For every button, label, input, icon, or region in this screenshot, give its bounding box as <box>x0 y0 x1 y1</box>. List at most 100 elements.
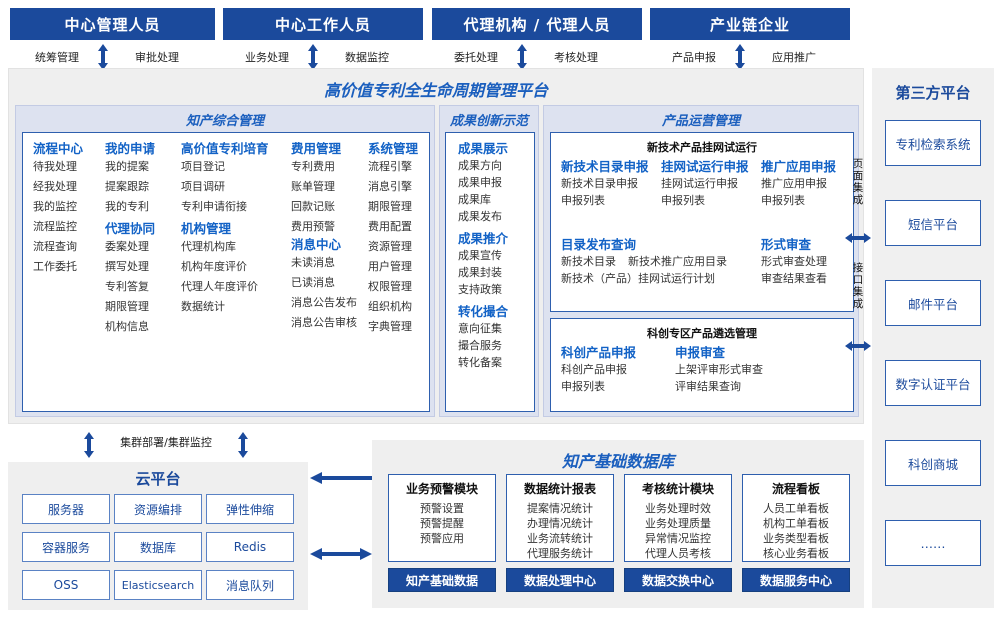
menu-item[interactable]: 审查结果查看 <box>761 272 827 285</box>
section-heading[interactable]: 推广应用申报 <box>761 159 837 174</box>
db-footer-0[interactable]: 知产基础数据 <box>388 568 496 592</box>
menu-item[interactable]: 待我处理 <box>33 160 77 173</box>
cloud-cell-6[interactable]: OSS <box>22 570 110 600</box>
section-heading[interactable]: 挂网试运行申报 <box>661 159 749 174</box>
menu-item[interactable]: 经我处理 <box>33 180 77 193</box>
cloud-cell-5[interactable]: Redis <box>206 532 294 562</box>
section-heading[interactable]: 系统管理 <box>368 141 419 156</box>
db-col-item[interactable]: 办理情况统计 <box>527 517 593 530</box>
section-heading[interactable]: 消息中心 <box>291 237 342 252</box>
menu-item[interactable]: 权限管理 <box>368 280 412 293</box>
menu-item[interactable]: 科创产品申报 <box>561 363 627 376</box>
menu-item[interactable]: 撮合服务 <box>458 339 502 352</box>
section-heading[interactable]: 目录发布查询 <box>561 237 637 252</box>
menu-item[interactable]: 挂网试运行申报 <box>661 177 738 190</box>
menu-item[interactable]: 流程监控 <box>33 220 77 233</box>
menu-item[interactable]: 回款记账 <box>291 200 335 213</box>
section-heading[interactable]: 费用管理 <box>291 141 342 156</box>
menu-item[interactable]: 申报列表 <box>561 194 605 207</box>
menu-item[interactable]: 专利申请衔接 <box>181 200 247 213</box>
cloud-cell-7[interactable]: Elasticsearch <box>114 570 202 600</box>
menu-item[interactable]: 机构信息 <box>105 320 149 333</box>
menu-item[interactable]: 提案跟踪 <box>105 180 149 193</box>
menu-item[interactable]: 我的提案 <box>105 160 149 173</box>
menu-item[interactable]: 我的专利 <box>105 200 149 213</box>
section-heading[interactable]: 申报审查 <box>675 345 726 360</box>
menu-item[interactable]: 项目调研 <box>181 180 225 193</box>
menu-item[interactable]: 成果宣传 <box>458 249 502 262</box>
menu-item[interactable]: 专利费用 <box>291 160 335 173</box>
db-col-item[interactable]: 预警应用 <box>420 532 464 545</box>
menu-item[interactable]: 账单管理 <box>291 180 335 193</box>
menu-item[interactable]: 工作委托 <box>33 260 77 273</box>
menu-item[interactable]: 成果封装 <box>458 266 502 279</box>
section-heading[interactable]: 我的申请 <box>105 141 156 156</box>
menu-item[interactable]: 消息引擎 <box>368 180 412 193</box>
menu-item[interactable]: 项目登记 <box>181 160 225 173</box>
menu-item[interactable]: 评审结果查询 <box>675 380 741 393</box>
third-party-item-3[interactable]: 数字认证平台 <box>885 360 981 406</box>
menu-item[interactable]: 形式审查处理 <box>761 255 827 268</box>
db-col-item[interactable]: 异常情况监控 <box>645 532 711 545</box>
third-party-item-2[interactable]: 邮件平台 <box>885 280 981 326</box>
menu-item[interactable]: 未读消息 <box>291 256 335 269</box>
third-party-item-1[interactable]: 短信平台 <box>885 200 981 246</box>
section-heading[interactable]: 转化撮合 <box>458 304 509 319</box>
menu-item[interactable]: 资源管理 <box>368 240 412 253</box>
section-heading[interactable]: 成果展示 <box>458 141 509 156</box>
db-footer-3[interactable]: 数据服务中心 <box>742 568 850 592</box>
menu-item[interactable]: 意向征集 <box>458 322 502 335</box>
menu-item[interactable]: 组织机构 <box>368 300 412 313</box>
menu-item[interactable]: 流程引擎 <box>368 160 412 173</box>
menu-item[interactable]: 新技术推广应用目录 <box>628 255 727 268</box>
cloud-cell-2[interactable]: 弹性伸缩 <box>206 494 294 524</box>
menu-item[interactable]: 机构年度评价 <box>181 260 247 273</box>
menu-item[interactable]: 费用配置 <box>368 220 412 233</box>
third-party-item-4[interactable]: 科创商城 <box>885 440 981 486</box>
section-heading[interactable]: 成果推介 <box>458 231 509 246</box>
cloud-cell-0[interactable]: 服务器 <box>22 494 110 524</box>
db-footer-1[interactable]: 数据处理中心 <box>506 568 614 592</box>
db-col-item[interactable]: 业务处理时效 <box>645 502 711 515</box>
menu-item[interactable]: 专利答复 <box>105 280 149 293</box>
menu-item[interactable]: 成果库 <box>458 193 491 206</box>
menu-item[interactable]: 申报列表 <box>661 194 705 207</box>
menu-item[interactable]: 费用预警 <box>291 220 335 233</box>
role-bar-0[interactable]: 中心管理人员 <box>10 8 215 40</box>
section-heading[interactable]: 高价值专利培育 <box>181 141 269 156</box>
db-footer-2[interactable]: 数据交换中心 <box>624 568 732 592</box>
menu-item[interactable]: 申报列表 <box>761 194 805 207</box>
menu-item[interactable]: 委案处理 <box>105 240 149 253</box>
menu-item[interactable]: 新技术（产品）挂网试运行计划 <box>561 272 715 285</box>
third-party-item-0[interactable]: 专利检索系统 <box>885 120 981 166</box>
menu-item[interactable]: 撰写处理 <box>105 260 149 273</box>
db-col-item[interactable]: 代理人员考核 <box>645 547 711 560</box>
cloud-cell-8[interactable]: 消息队列 <box>206 570 294 600</box>
db-col-item[interactable]: 业务类型看板 <box>763 532 829 545</box>
db-col-item[interactable]: 业务流转统计 <box>527 532 593 545</box>
section-heading[interactable]: 代理协同 <box>105 221 156 236</box>
menu-item[interactable]: 流程查询 <box>33 240 77 253</box>
db-col-item[interactable]: 机构工单看板 <box>763 517 829 530</box>
menu-item[interactable]: 新技术目录申报 <box>561 177 638 190</box>
menu-item[interactable]: 代理人年度评价 <box>181 280 258 293</box>
db-col-item[interactable]: 预警设置 <box>420 502 464 515</box>
db-col-item[interactable]: 提案情况统计 <box>527 502 593 515</box>
db-col-item[interactable]: 人员工单看板 <box>763 502 829 515</box>
menu-item[interactable]: 数据统计 <box>181 300 225 313</box>
menu-item[interactable]: 消息公告发布 <box>291 296 357 309</box>
menu-item[interactable]: 上架评审形式审查 <box>675 363 763 376</box>
role-bar-2[interactable]: 代理机构 / 代理人员 <box>432 8 642 40</box>
section-heading[interactable]: 形式审查 <box>761 237 812 252</box>
role-bar-1[interactable]: 中心工作人员 <box>223 8 423 40</box>
menu-item[interactable]: 新技术目录 <box>561 255 616 268</box>
db-col-item[interactable]: 预警提醒 <box>420 517 464 530</box>
menu-item[interactable]: 期限管理 <box>105 300 149 313</box>
menu-item[interactable]: 转化备案 <box>458 356 502 369</box>
third-party-item-5[interactable]: …… <box>885 520 981 566</box>
cloud-cell-4[interactable]: 数据库 <box>114 532 202 562</box>
menu-item[interactable]: 支持政策 <box>458 283 502 296</box>
menu-item[interactable]: 成果申报 <box>458 176 502 189</box>
menu-item[interactable]: 成果发布 <box>458 210 502 223</box>
menu-item[interactable]: 消息公告审核 <box>291 316 357 329</box>
